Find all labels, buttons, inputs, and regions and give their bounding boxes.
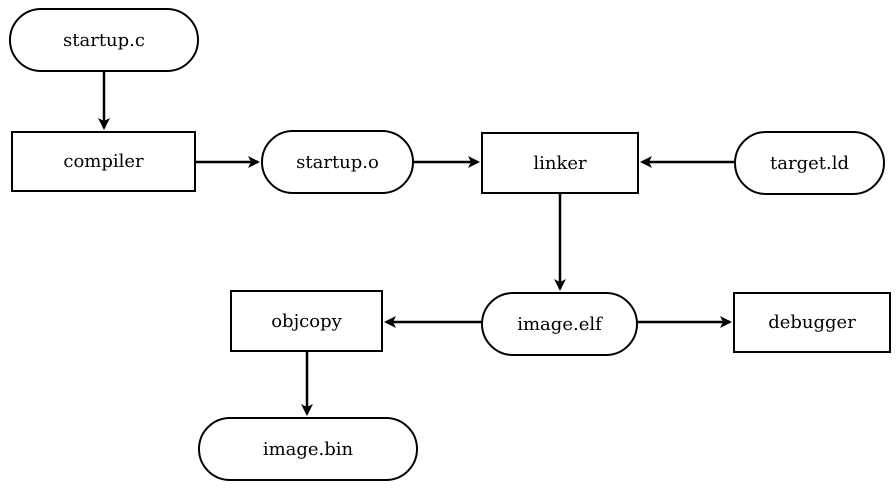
node-target-ld: target.ld [734, 131, 885, 195]
node-debugger: debugger [733, 292, 891, 353]
node-image-bin: image.bin [198, 417, 418, 481]
node-linker: linker [481, 132, 639, 194]
node-objcopy: objcopy [230, 290, 383, 352]
node-startup-o: startup.o [261, 130, 414, 194]
node-image-elf: image.elf [481, 292, 638, 356]
node-startup-c: startup.c [9, 8, 199, 72]
node-compiler: compiler [11, 131, 196, 192]
